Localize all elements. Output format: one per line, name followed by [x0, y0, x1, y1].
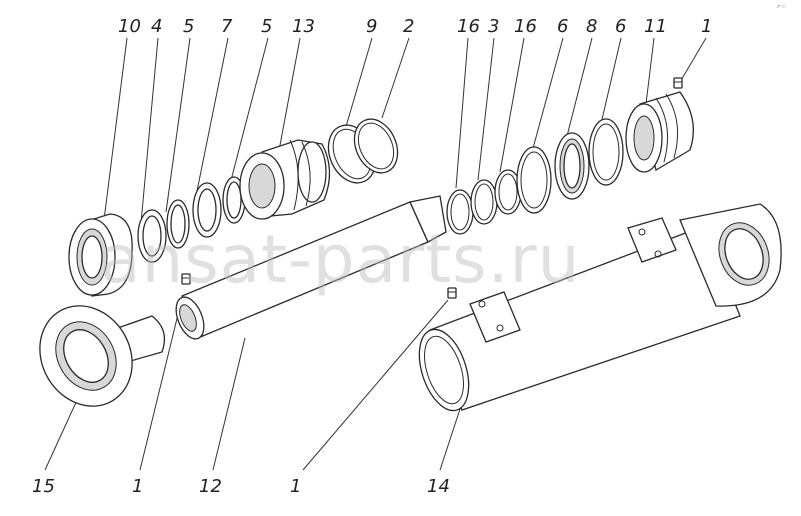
callout-3: 3	[488, 16, 499, 37]
callout-13: 13	[292, 16, 315, 37]
callouts-top: 10 4 5 7 5 13 9 2 16 3 16 6 8 6 11 1	[118, 16, 712, 37]
callout-4: 4	[151, 16, 162, 37]
part-6-ring-a	[516, 146, 552, 214]
part-1-grease-nipple-barrel	[447, 287, 457, 299]
part-1-grease-nipple-top	[673, 77, 683, 89]
part-8-ring	[554, 132, 590, 200]
callout-10: 10	[118, 16, 141, 37]
part-1-grease-nipple-rod	[181, 273, 191, 285]
callout-1-rod: 1	[132, 476, 143, 497]
callout-16a: 16	[457, 16, 480, 37]
callout-11: 11	[644, 16, 667, 37]
callouts-bottom: 15 1 12 1 14	[32, 476, 450, 497]
part-2-ring	[353, 118, 399, 174]
callout-12: 12	[199, 476, 222, 497]
callout-5b: 5	[261, 16, 272, 37]
callout-5a: 5	[183, 16, 194, 37]
corner-mark: ↗ ∶∶∶	[776, 4, 786, 10]
watermark-text: ansat-parts.ru	[100, 221, 580, 298]
callout-2: 2	[403, 16, 414, 37]
part-14-cylinder-barrel	[418, 203, 782, 412]
callout-6b: 6	[615, 16, 626, 37]
part-11-piston	[625, 91, 694, 173]
callout-8: 8	[586, 16, 597, 37]
leader-lines	[44, 37, 707, 471]
callout-1-top: 1	[701, 16, 712, 37]
part-4-ring	[137, 209, 167, 263]
callout-16b: 16	[514, 16, 537, 37]
part-3-seal	[470, 179, 498, 225]
callout-9: 9	[366, 16, 377, 37]
callout-7: 7	[221, 16, 233, 37]
part-6-ring-b	[588, 118, 624, 186]
callout-1-barrel: 1	[290, 476, 301, 497]
part-13-guide-bushing	[239, 139, 331, 220]
callout-14: 14	[427, 476, 450, 497]
part-10-gland-nut	[68, 213, 133, 297]
part-12-piston-rod	[175, 195, 447, 340]
part-15-rod-eye	[39, 305, 166, 407]
part-7-ring	[192, 182, 222, 238]
callout-6a: 6	[557, 16, 568, 37]
part-5-ring-a	[166, 199, 190, 249]
callout-15: 15	[32, 476, 55, 497]
